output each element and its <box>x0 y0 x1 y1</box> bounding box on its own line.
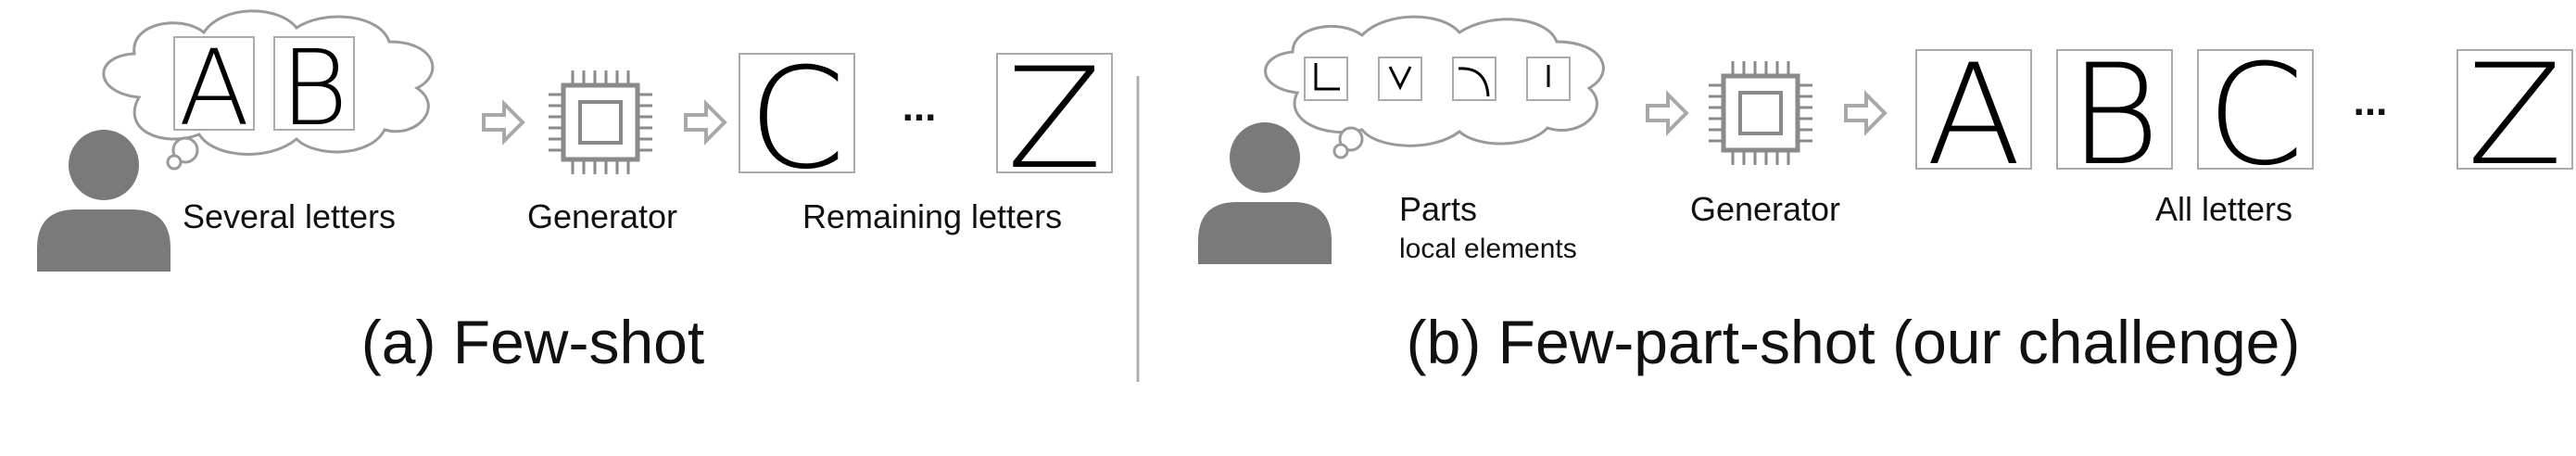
part-box-1 <box>1304 57 1348 101</box>
output-letter-c: C <box>2207 35 2305 196</box>
arrow-icon <box>482 102 524 143</box>
caption-b: (b) Few-part-shot (our challenge) <box>1407 308 2301 376</box>
part-box-2 <box>1378 57 1422 101</box>
thought-cloud-icon <box>1264 15 1605 159</box>
chip-icon <box>549 70 652 174</box>
person-icon <box>1198 122 1332 264</box>
generator-label: Generator <box>527 197 677 235</box>
panel-b: Parts local elements Generator A B C ...… <box>1198 15 2573 376</box>
part-box-3 <box>1452 57 1496 101</box>
output-label: Remaining letters <box>802 197 1062 235</box>
person-label: Several letters <box>183 197 396 235</box>
output-letter-c: C <box>749 39 846 200</box>
thought-letter-box-b <box>273 36 355 131</box>
thought-cloud-icon <box>102 9 435 171</box>
thought-letter-a: A <box>179 29 250 149</box>
ellipsis: ... <box>2354 79 2388 124</box>
thought-letter-b: B <box>280 29 347 149</box>
caption-a: (a) Few-shot <box>361 308 704 376</box>
output-label: All letters <box>2155 190 2292 228</box>
output-letter-box-z <box>2456 49 2573 170</box>
thought-letter-box-a <box>173 36 255 131</box>
person-sublabel: local elements <box>1399 234 1577 264</box>
output-letter-box-a <box>1915 49 2032 170</box>
output-letter-z: Z <box>2468 35 2563 196</box>
ellipsis: ... <box>903 84 937 130</box>
output-letter-a: A <box>1926 35 2022 196</box>
output-letter-box-c <box>2197 49 2314 170</box>
arrow-icon <box>1844 93 1887 133</box>
output-letter-box-b <box>2056 49 2173 170</box>
output-letter-b: B <box>2069 35 2160 196</box>
arrow-icon <box>684 102 726 143</box>
person-icon <box>37 130 170 272</box>
person-label: Parts <box>1399 190 1477 228</box>
output-letter-box-z <box>996 53 1113 173</box>
arrow-icon <box>1646 93 1688 133</box>
output-letter-z: Z <box>1007 39 1103 200</box>
panel-a: A B Several letters Generator C ... Z Re… <box>37 9 1113 376</box>
part-box-4 <box>1526 57 1571 101</box>
chip-icon <box>1709 61 1812 165</box>
output-letter-box-c <box>739 53 855 173</box>
generator-label: Generator <box>1690 190 1840 228</box>
